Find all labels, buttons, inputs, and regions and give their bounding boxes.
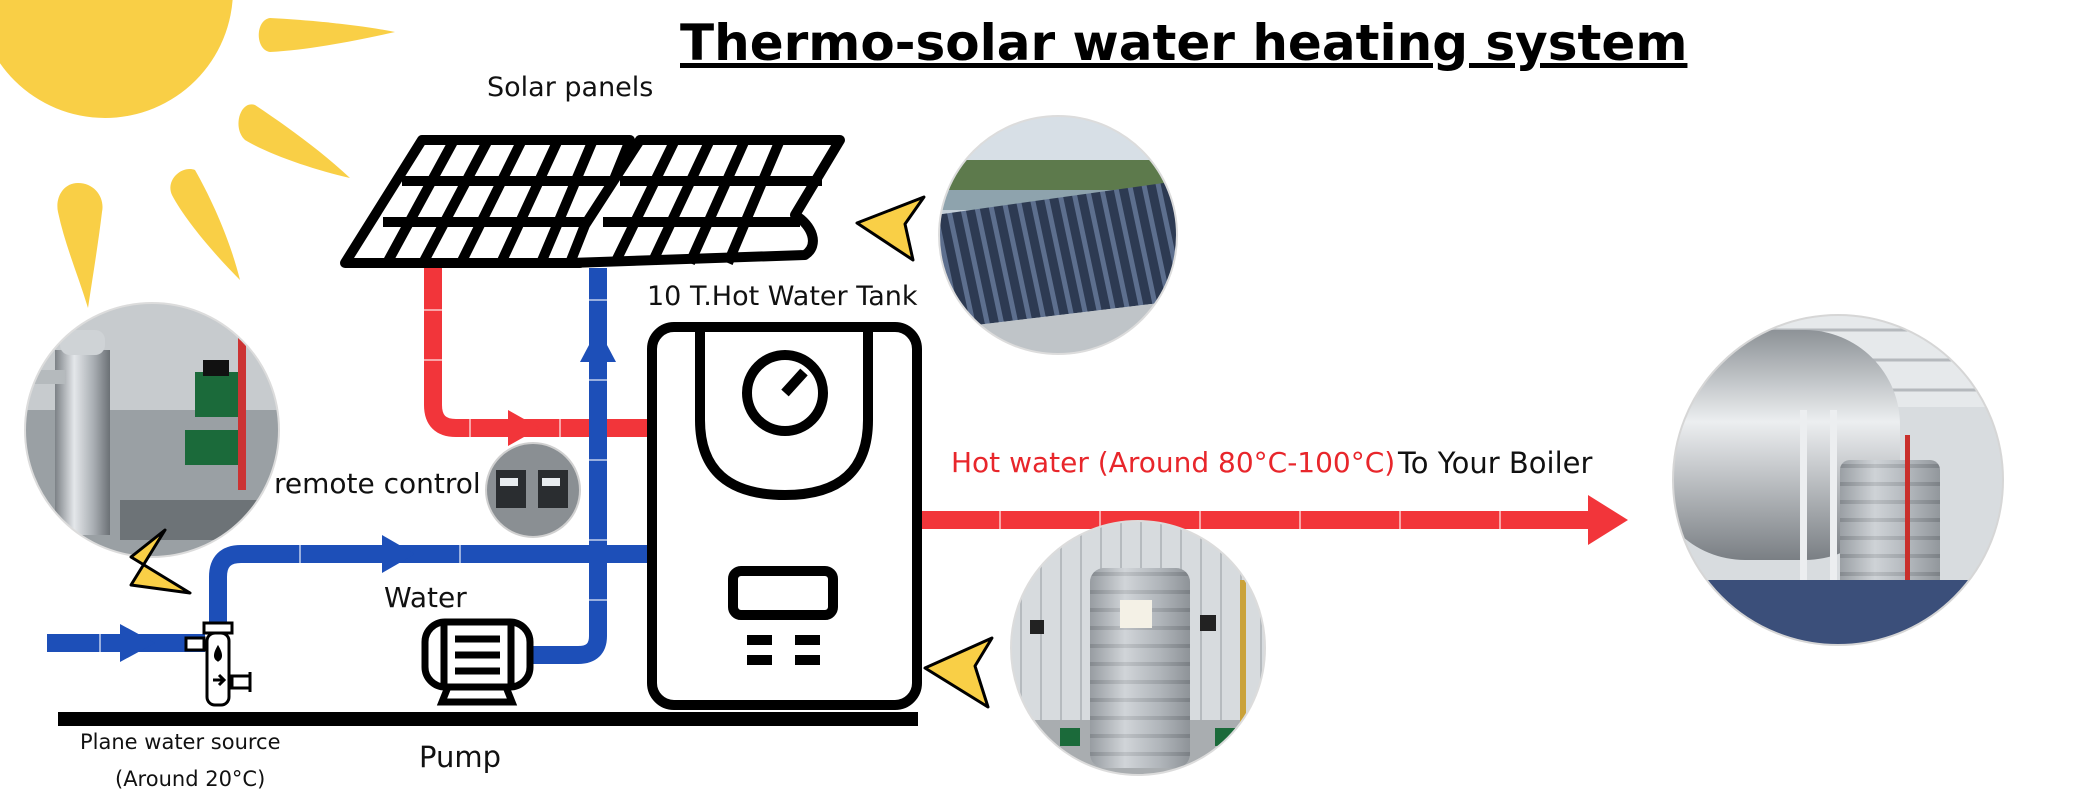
photo-boiler-room bbox=[1672, 314, 2004, 646]
photo-pump-room bbox=[24, 302, 280, 558]
ground-line bbox=[58, 712, 918, 726]
label-plane-water-source: Plane water source bbox=[80, 730, 281, 754]
solar-panel-icon bbox=[340, 135, 845, 268]
label-water: Water bbox=[384, 581, 467, 614]
diagram-title: Thermo-solar water heating system bbox=[680, 14, 1688, 72]
photo-installed-tank bbox=[1010, 520, 1266, 776]
label-to-boiler: To Your Boiler bbox=[1398, 446, 1593, 480]
pipe-joints bbox=[99, 299, 1501, 652]
label-hot-water: Hot water (Around 80°C-100°C) bbox=[951, 446, 1396, 479]
water-filter-icon bbox=[184, 621, 252, 707]
label-remote-control: remote control bbox=[274, 467, 481, 500]
label-hot-water-tank: 10 T.Hot Water Tank bbox=[647, 281, 918, 312]
pointer-arrow-icon bbox=[129, 195, 994, 709]
label-solar-panels: Solar panels bbox=[487, 72, 654, 103]
sun-icon bbox=[0, 0, 395, 308]
water-tank-icon bbox=[647, 322, 922, 710]
photo-rooftop-collectors bbox=[938, 115, 1178, 355]
label-source-temperature: (Around 20°C) bbox=[115, 767, 266, 791]
photo-remote-control bbox=[485, 442, 581, 538]
label-pump: Pump bbox=[419, 740, 502, 774]
flow-arrows bbox=[120, 328, 1628, 662]
pump-motor-icon bbox=[421, 618, 534, 706]
hot-pipe-collector bbox=[424, 268, 658, 437]
